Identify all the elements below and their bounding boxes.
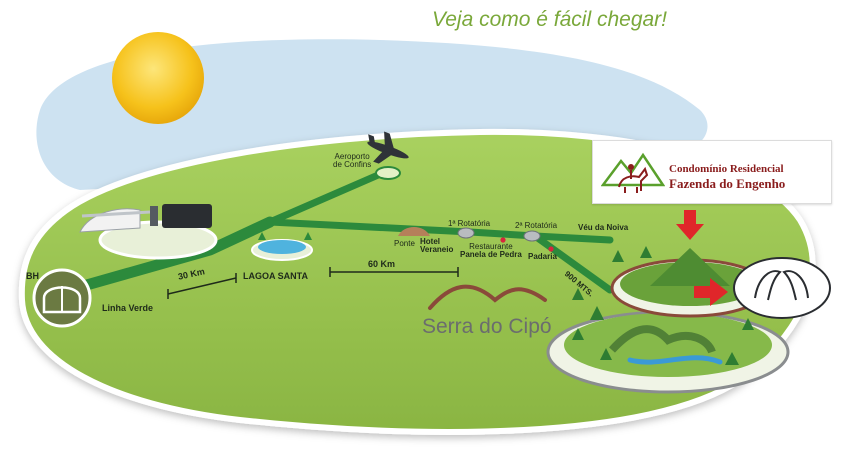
padaria-marker bbox=[548, 246, 554, 252]
label-hotel-veraneio: Hotel Veraneio bbox=[420, 237, 454, 255]
label-veu-da-noiva: Véu da Noiva bbox=[578, 223, 629, 232]
horse-rider-icon bbox=[601, 152, 665, 193]
brasilia-building-icon bbox=[79, 204, 218, 260]
scale-30km bbox=[167, 273, 237, 299]
headline: Veja como é fácil chegar! bbox=[432, 8, 668, 31]
bh-city-icon bbox=[32, 268, 92, 328]
road-900mts bbox=[531, 232, 614, 294]
label-ponte: Ponte bbox=[394, 239, 415, 248]
lagoa-icon bbox=[251, 232, 313, 261]
label-rotatoria1: 1ª Rotatória bbox=[448, 219, 491, 228]
logo-line-2: Fazenda do Engenho bbox=[669, 176, 786, 191]
rotatoria2-marker bbox=[523, 230, 541, 242]
restaurante-marker bbox=[500, 237, 506, 243]
fazenda-site bbox=[546, 248, 790, 394]
rotatoria1-marker bbox=[457, 227, 475, 239]
scale-60km bbox=[329, 267, 459, 277]
road-main bbox=[266, 218, 614, 244]
label-60km: 60 Km bbox=[368, 259, 396, 269]
bridge-icon bbox=[398, 227, 430, 236]
airplane-icon bbox=[367, 131, 409, 164]
logo-line-1: Condomínio Residencial bbox=[669, 163, 784, 175]
horse-icon bbox=[733, 257, 831, 319]
road-linha-verde bbox=[56, 216, 276, 298]
arrow-icon bbox=[676, 210, 728, 306]
label-serra-do-cipo: Serra do Cipó bbox=[422, 315, 552, 338]
road-to-airport bbox=[266, 168, 389, 226]
condominio-logo: Condomínio Residencial Fazenda do Engenh… bbox=[592, 140, 832, 204]
label-rotatoria2: 2ª Rotatória bbox=[515, 221, 558, 230]
tree-icon bbox=[572, 246, 754, 365]
sun-icon bbox=[112, 32, 204, 124]
mountain-icon bbox=[428, 284, 547, 310]
label-lagoa-santa: LAGOA SANTA bbox=[243, 271, 308, 281]
label-bh: BH bbox=[26, 271, 39, 281]
label-aeroporto: Aeroporto de Confins bbox=[333, 152, 372, 170]
label-padaria: Padaria bbox=[528, 252, 557, 261]
roads bbox=[56, 168, 614, 298]
label-restaurante: Restaurante Panela de Pedra bbox=[460, 242, 522, 260]
airport-point bbox=[375, 166, 401, 180]
label-linha-verde: Linha Verde bbox=[102, 303, 154, 313]
